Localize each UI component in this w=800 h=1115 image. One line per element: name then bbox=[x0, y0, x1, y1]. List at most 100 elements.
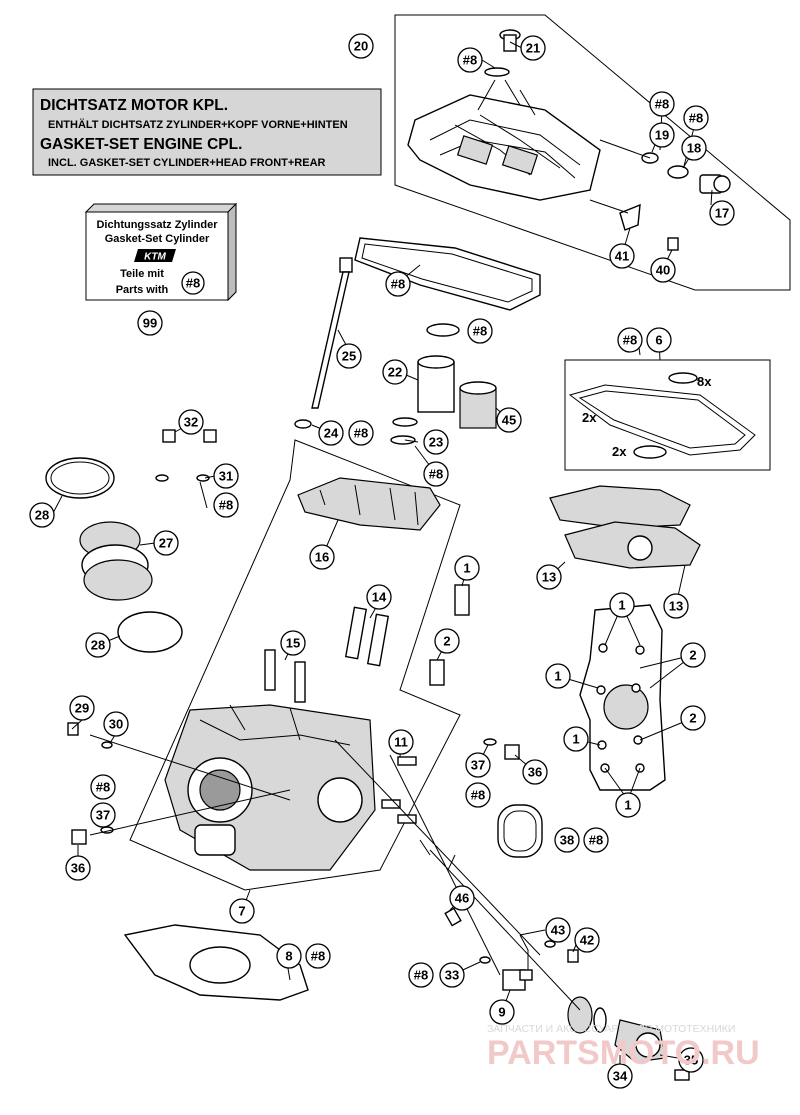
valve-cover-group-frame bbox=[394, 14, 791, 291]
gasket-box-line3: GASKET-SET ENGINE CPL. bbox=[40, 136, 242, 153]
valve-guide-15b bbox=[294, 661, 306, 703]
callout-15: 15 bbox=[286, 636, 300, 651]
kit-box-tag: #8 bbox=[186, 276, 200, 291]
seal-ring bbox=[426, 323, 460, 337]
callout-7: 7 bbox=[238, 904, 245, 919]
callout-45: 45 bbox=[502, 413, 516, 428]
callout-31: 31 bbox=[219, 469, 233, 484]
screw-40 bbox=[667, 237, 679, 251]
callout-46: 46 bbox=[455, 891, 469, 906]
callout-8: 8 bbox=[285, 949, 292, 964]
intake-manifold-27 bbox=[79, 521, 153, 601]
screw-42 bbox=[567, 949, 579, 963]
screw-35 bbox=[674, 1069, 690, 1081]
callout-1: 1 bbox=[463, 561, 470, 576]
dowel-pin-2 bbox=[429, 659, 445, 686]
watermark: ЗАПЧАСТИ И АКСЕССУАРЫ ДЛЯ МОТОТЕХНИКИ PA… bbox=[487, 1023, 760, 1072]
camshaft-bridge-13 bbox=[549, 485, 701, 569]
callout-33: 33 bbox=[445, 968, 459, 983]
callout-23: 23 bbox=[429, 435, 443, 450]
hose-clamp-28a bbox=[45, 457, 115, 499]
screw-46 bbox=[444, 907, 462, 927]
camshaft-carrier-16 bbox=[297, 477, 441, 531]
callout-14: 14 bbox=[372, 590, 387, 605]
label-2x: 2x bbox=[582, 410, 597, 425]
thermostat-housing-34 bbox=[567, 996, 666, 1063]
gasket-set-engine-box: DICHTSATZ MOTOR KPL. ENTHÄLT DICHTSATZ Z… bbox=[32, 88, 382, 176]
breather-fitting-17 bbox=[699, 174, 731, 194]
valve-guide-14a bbox=[344, 606, 368, 660]
sensor-9 bbox=[502, 969, 533, 991]
callout-20: 20 bbox=[354, 39, 368, 54]
callout-42: 42 bbox=[580, 933, 594, 948]
callout-9: 9 bbox=[498, 1005, 505, 1020]
callout-2: 2 bbox=[443, 634, 450, 649]
callout-8-tag: #8 bbox=[96, 780, 110, 795]
callout-28: 28 bbox=[35, 508, 49, 523]
callout-1: 1 bbox=[624, 798, 631, 813]
callout-99: 99 bbox=[143, 316, 157, 331]
callout-32: 32 bbox=[184, 415, 198, 430]
hose-clamp-28b bbox=[117, 611, 183, 653]
gasket-box-line4: INCL. GASKET-SET CYLINDER+HEAD FRONT+REA… bbox=[48, 157, 326, 169]
callout-8-tag: #8 bbox=[473, 324, 487, 339]
callout-37: 37 bbox=[96, 808, 110, 823]
callout-40: 40 bbox=[656, 263, 670, 278]
cylinder-head-7 bbox=[164, 704, 376, 871]
head-gasket-8 bbox=[123, 924, 309, 1001]
callout-8-tag: #8 bbox=[655, 97, 669, 112]
watermark-line1: ЗАПЧАСТИ И АКСЕССУАРЫ ДЛЯ МОТОТЕХНИКИ bbox=[487, 1023, 735, 1035]
callout-8-tag: #8 bbox=[463, 53, 477, 68]
callout-29: 29 bbox=[75, 701, 89, 716]
callout-8-tag: #8 bbox=[311, 949, 325, 964]
callout-8-tag: #8 bbox=[414, 968, 428, 983]
gasket-box-line1: DICHTSATZ MOTOR KPL. bbox=[40, 97, 228, 114]
watermark-line2: PARTSMOTO.RU bbox=[487, 1034, 760, 1072]
bolt-25 bbox=[311, 257, 353, 409]
callout-1: 1 bbox=[554, 669, 561, 684]
callout-37: 37 bbox=[471, 758, 485, 773]
callout-19: 19 bbox=[655, 128, 669, 143]
label-2x: 2x bbox=[612, 444, 627, 459]
callout-8-tag: #8 bbox=[219, 498, 233, 513]
callout-6: 6 bbox=[655, 333, 662, 348]
kit-box-line2: Gasket-Set Cylinder bbox=[105, 233, 210, 245]
callout-43: 43 bbox=[551, 923, 565, 938]
callout-13: 13 bbox=[542, 570, 556, 585]
bearing-22 bbox=[417, 355, 455, 413]
callout-21: 21 bbox=[526, 41, 540, 56]
washer-24 bbox=[294, 419, 312, 429]
plug-36b bbox=[71, 829, 87, 845]
callout-8-tag: #8 bbox=[429, 467, 443, 482]
callouts: 20 21 #8 #8 #8 19 18 17 41 40 #8 #8 #8 6… bbox=[29, 33, 735, 1089]
label-8x: 8x bbox=[697, 374, 712, 389]
cylinder-head-group-frame bbox=[129, 439, 461, 891]
callout-8-tag: #8 bbox=[354, 426, 368, 441]
gasket-kit-frame bbox=[564, 359, 771, 471]
callout-18: 18 bbox=[687, 141, 701, 156]
valve-cover-gasket bbox=[354, 237, 541, 311]
valve-guide-14b bbox=[366, 613, 390, 667]
oil-filler-plug bbox=[484, 29, 521, 77]
callout-36: 36 bbox=[528, 765, 542, 780]
pin-11b bbox=[381, 799, 401, 809]
callout-16: 16 bbox=[315, 550, 329, 565]
callout-1: 1 bbox=[572, 732, 579, 747]
callout-36: 36 bbox=[71, 861, 85, 876]
callout-24: 24 bbox=[324, 426, 339, 441]
callout-2: 2 bbox=[689, 648, 696, 663]
callout-8-tag: #8 bbox=[391, 277, 405, 292]
valve-cover bbox=[407, 94, 601, 201]
callout-11: 11 bbox=[394, 735, 408, 750]
kit-box-line3: Teile mit bbox=[120, 268, 164, 280]
callout-13: 13 bbox=[669, 599, 683, 614]
callout-25: 25 bbox=[342, 349, 356, 364]
valve-guide-15a bbox=[264, 649, 276, 691]
callout-35: 35 bbox=[684, 1053, 698, 1068]
kit-box-line4: Parts with bbox=[116, 284, 169, 296]
dowel-pin-1 bbox=[454, 584, 470, 616]
callout-8-tag: #8 bbox=[471, 788, 485, 803]
bearing-45 bbox=[459, 381, 497, 429]
callout-41: 41 bbox=[615, 249, 629, 264]
screw-29 bbox=[67, 722, 79, 736]
